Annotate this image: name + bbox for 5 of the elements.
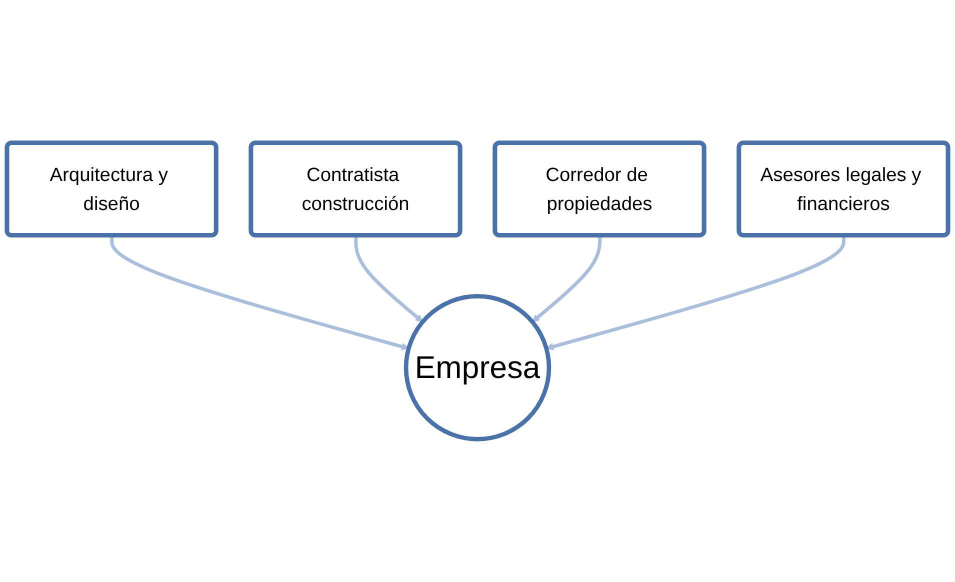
arrow — [546, 236, 846, 350]
arrow — [354, 236, 423, 322]
arrow — [532, 236, 602, 322]
node-circle: Empresa — [404, 294, 552, 442]
arrow — [110, 236, 409, 350]
